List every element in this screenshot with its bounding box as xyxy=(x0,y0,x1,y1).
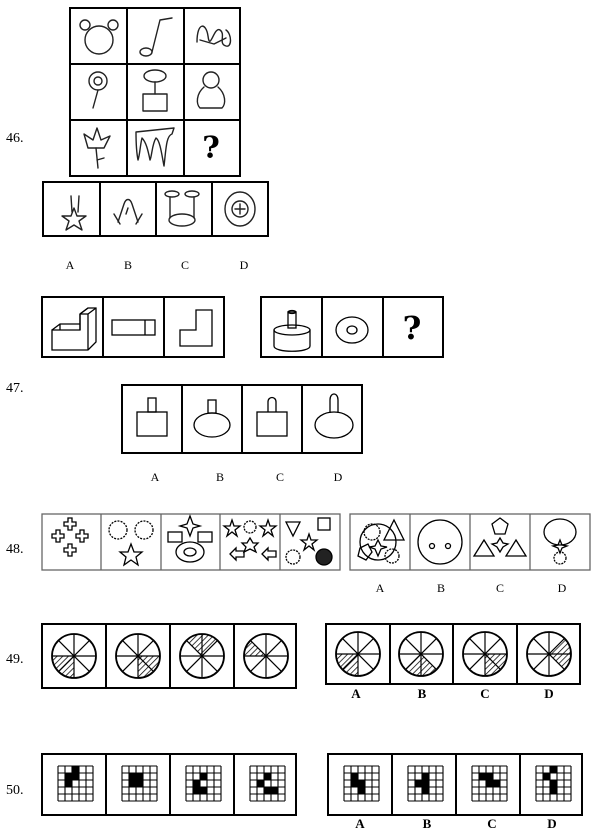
q49-wheel-figure xyxy=(335,631,381,677)
q48-option-label-d: D xyxy=(557,581,567,595)
question-47-number: 47. xyxy=(6,381,24,396)
q46-option-d-figure xyxy=(224,191,256,227)
q50-grid-figure xyxy=(343,765,380,802)
q46-question-mark: ? xyxy=(202,130,220,166)
q46-option-a-figure xyxy=(61,195,87,231)
q46-bear-face-figure xyxy=(79,19,119,55)
q49-wheel-figure xyxy=(243,633,289,679)
q47-option-c-figure xyxy=(256,396,288,437)
q47-option-label-c: C xyxy=(275,470,285,484)
q46-drip-shape-figure xyxy=(135,127,175,167)
q48-stars-arrows-figure xyxy=(222,517,278,562)
q46-scribble-figure xyxy=(196,25,232,47)
q47-option-a-figure xyxy=(136,397,168,437)
q50-option-label-c: C xyxy=(487,816,497,831)
q46-option-c-figure xyxy=(164,190,200,227)
q50-option-label-d: D xyxy=(547,816,557,831)
q46-option-label-c: C xyxy=(180,258,190,272)
q46-option-b-figure xyxy=(113,198,143,225)
q47-option-b-figure xyxy=(193,399,231,438)
q46-star-plant-figure xyxy=(83,127,111,169)
q46-option-label-d: D xyxy=(239,258,249,272)
q49-wheel-figure xyxy=(398,631,444,677)
q48-shapes-group-figure xyxy=(167,514,213,563)
question-50-number: 50. xyxy=(6,783,24,798)
q47-rectangle-view-figure xyxy=(111,319,156,336)
q46-option-label-a: A xyxy=(65,258,75,272)
q50-grid-figure xyxy=(249,765,286,802)
q47-l-solid-3d-figure xyxy=(51,307,97,351)
q49-wheel-figure xyxy=(526,631,572,677)
question-48-number: 48. xyxy=(6,542,24,557)
q48-option-b-figure xyxy=(417,519,463,565)
q47-cylinder-3d-figure xyxy=(273,309,311,352)
q48-option-a-figure xyxy=(357,518,406,564)
q49-wheel-figure xyxy=(51,633,97,679)
q49-option-label-d: D xyxy=(544,686,554,701)
q49-wheel-figure xyxy=(179,633,225,679)
q50-grid-figure xyxy=(185,765,222,802)
q50-option-label-b: B xyxy=(422,816,432,831)
q48-option-d-figure xyxy=(543,518,577,565)
q46-music-note-figure xyxy=(139,17,173,57)
q50-grid-figure xyxy=(407,765,444,802)
q46-signpost-figure xyxy=(142,69,168,112)
q47-option-label-b: B xyxy=(215,470,225,484)
q47-l-side-view-figure xyxy=(179,309,213,347)
q48-option-label-b: B xyxy=(436,581,446,595)
q50-option-label-a: A xyxy=(355,816,365,831)
question-49-number: 49. xyxy=(6,652,24,667)
q46-option-label-b: B xyxy=(123,258,133,272)
q50-grid-figure xyxy=(535,765,572,802)
q47-option-d-figure xyxy=(314,393,354,439)
q49-option-label-c: C xyxy=(480,686,490,701)
q50-grid-figure xyxy=(471,765,508,802)
q46-person-bust-figure xyxy=(196,71,226,109)
q50-grid-figure xyxy=(57,765,94,802)
q49-option-label-a: A xyxy=(351,686,361,701)
q47-option-label-a: A xyxy=(150,470,160,484)
q49-wheel-figure xyxy=(115,633,161,679)
q47-ring-top-view-figure xyxy=(335,316,369,344)
q50-grid-figure xyxy=(121,765,158,802)
q49-wheel-figure xyxy=(462,631,508,677)
q48-gears-star-figure xyxy=(108,520,154,567)
q49-option-label-b: B xyxy=(417,686,427,701)
q47-option-label-d: D xyxy=(333,470,343,484)
question-46-number: 46. xyxy=(6,131,24,146)
q46-lollipop-figure xyxy=(88,71,108,109)
q48-option-c-figure xyxy=(472,517,528,557)
q48-crosses-figure xyxy=(51,517,89,557)
q48-mixed-shapes-figure xyxy=(284,517,333,566)
q47-question-mark: ? xyxy=(402,309,422,347)
q48-option-label-a: A xyxy=(375,581,385,595)
q48-option-label-c: C xyxy=(495,581,505,595)
